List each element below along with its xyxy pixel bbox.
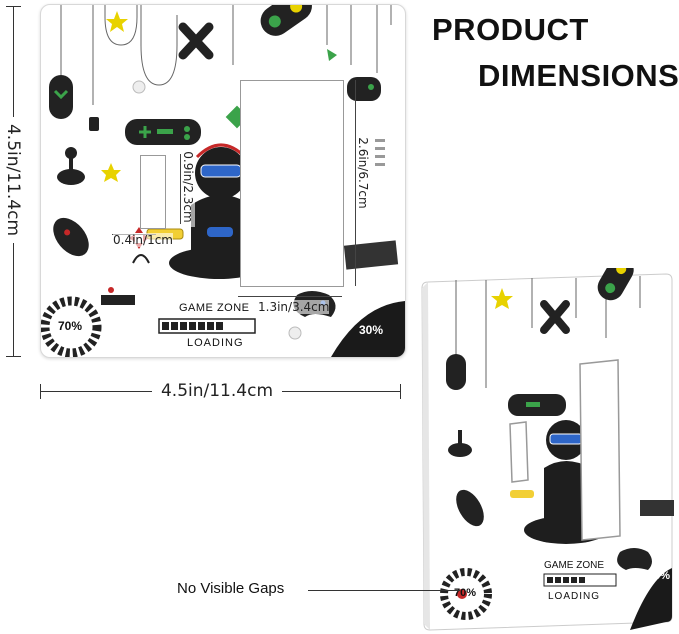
toggle-height-line: [180, 154, 181, 224]
no-gaps-callout-line: [308, 590, 460, 591]
plate-loading-label: LOADING: [187, 337, 244, 349]
rocker-width-line: [238, 296, 342, 297]
angled-percent-right: 30%: [648, 570, 671, 582]
gamepad-icon: [347, 77, 381, 101]
title-line-2: DIMENSIONS: [478, 58, 679, 93]
angled-plate: GAME ZONE LOADING 70% 30%: [420, 268, 674, 634]
toggle-cutout: [140, 155, 166, 229]
plate-percent-left: 70%: [58, 319, 83, 333]
x-icon: [178, 22, 214, 60]
width-dim-cap-left: [40, 384, 41, 399]
no-gaps-callout-label: No Visible Gaps: [177, 580, 285, 597]
front-plate: GAME ZONE LOADING 70% 30%: [40, 4, 406, 358]
angled-percent-left: 70%: [454, 587, 477, 599]
height-dim-cap-bottom: [6, 356, 21, 357]
rocker-width-label: 1.3in/3.4cm: [258, 300, 330, 314]
gap-callout-dot: [457, 589, 467, 599]
gaming-mouse-icon: [53, 217, 89, 257]
width-dimension-label: 4.5in/11.4cm: [152, 381, 282, 401]
toggle-width-label: 0.4in/1cm: [113, 233, 173, 247]
keyboard-icon: [343, 240, 399, 270]
angled-loading-label: LOADING: [548, 591, 601, 602]
width-dim-cap-right: [400, 384, 401, 399]
plate-game-zone-label: GAME ZONE: [179, 302, 250, 314]
rocker-height-label: 2.6in/6.7cm: [356, 130, 370, 216]
title-line-1: PRODUCT: [432, 12, 589, 47]
toggle-height-label: 0.9in/2.3cm: [181, 147, 195, 227]
angled-game-zone-label: GAME ZONE: [544, 560, 605, 571]
plate-percent-right: 30%: [359, 323, 384, 337]
angled-plate-artwork: [421, 268, 674, 631]
front-plate-artwork: [41, 5, 405, 357]
rocker-height-line: [355, 80, 356, 286]
joystick-icon: [57, 169, 85, 185]
height-dimension-label: 4.5in/11.4cm: [3, 117, 23, 243]
loading-bar: [158, 318, 256, 334]
star-icon: [106, 11, 128, 32]
height-dim-cap-top: [6, 6, 21, 7]
rocker-cutout: [240, 80, 344, 287]
